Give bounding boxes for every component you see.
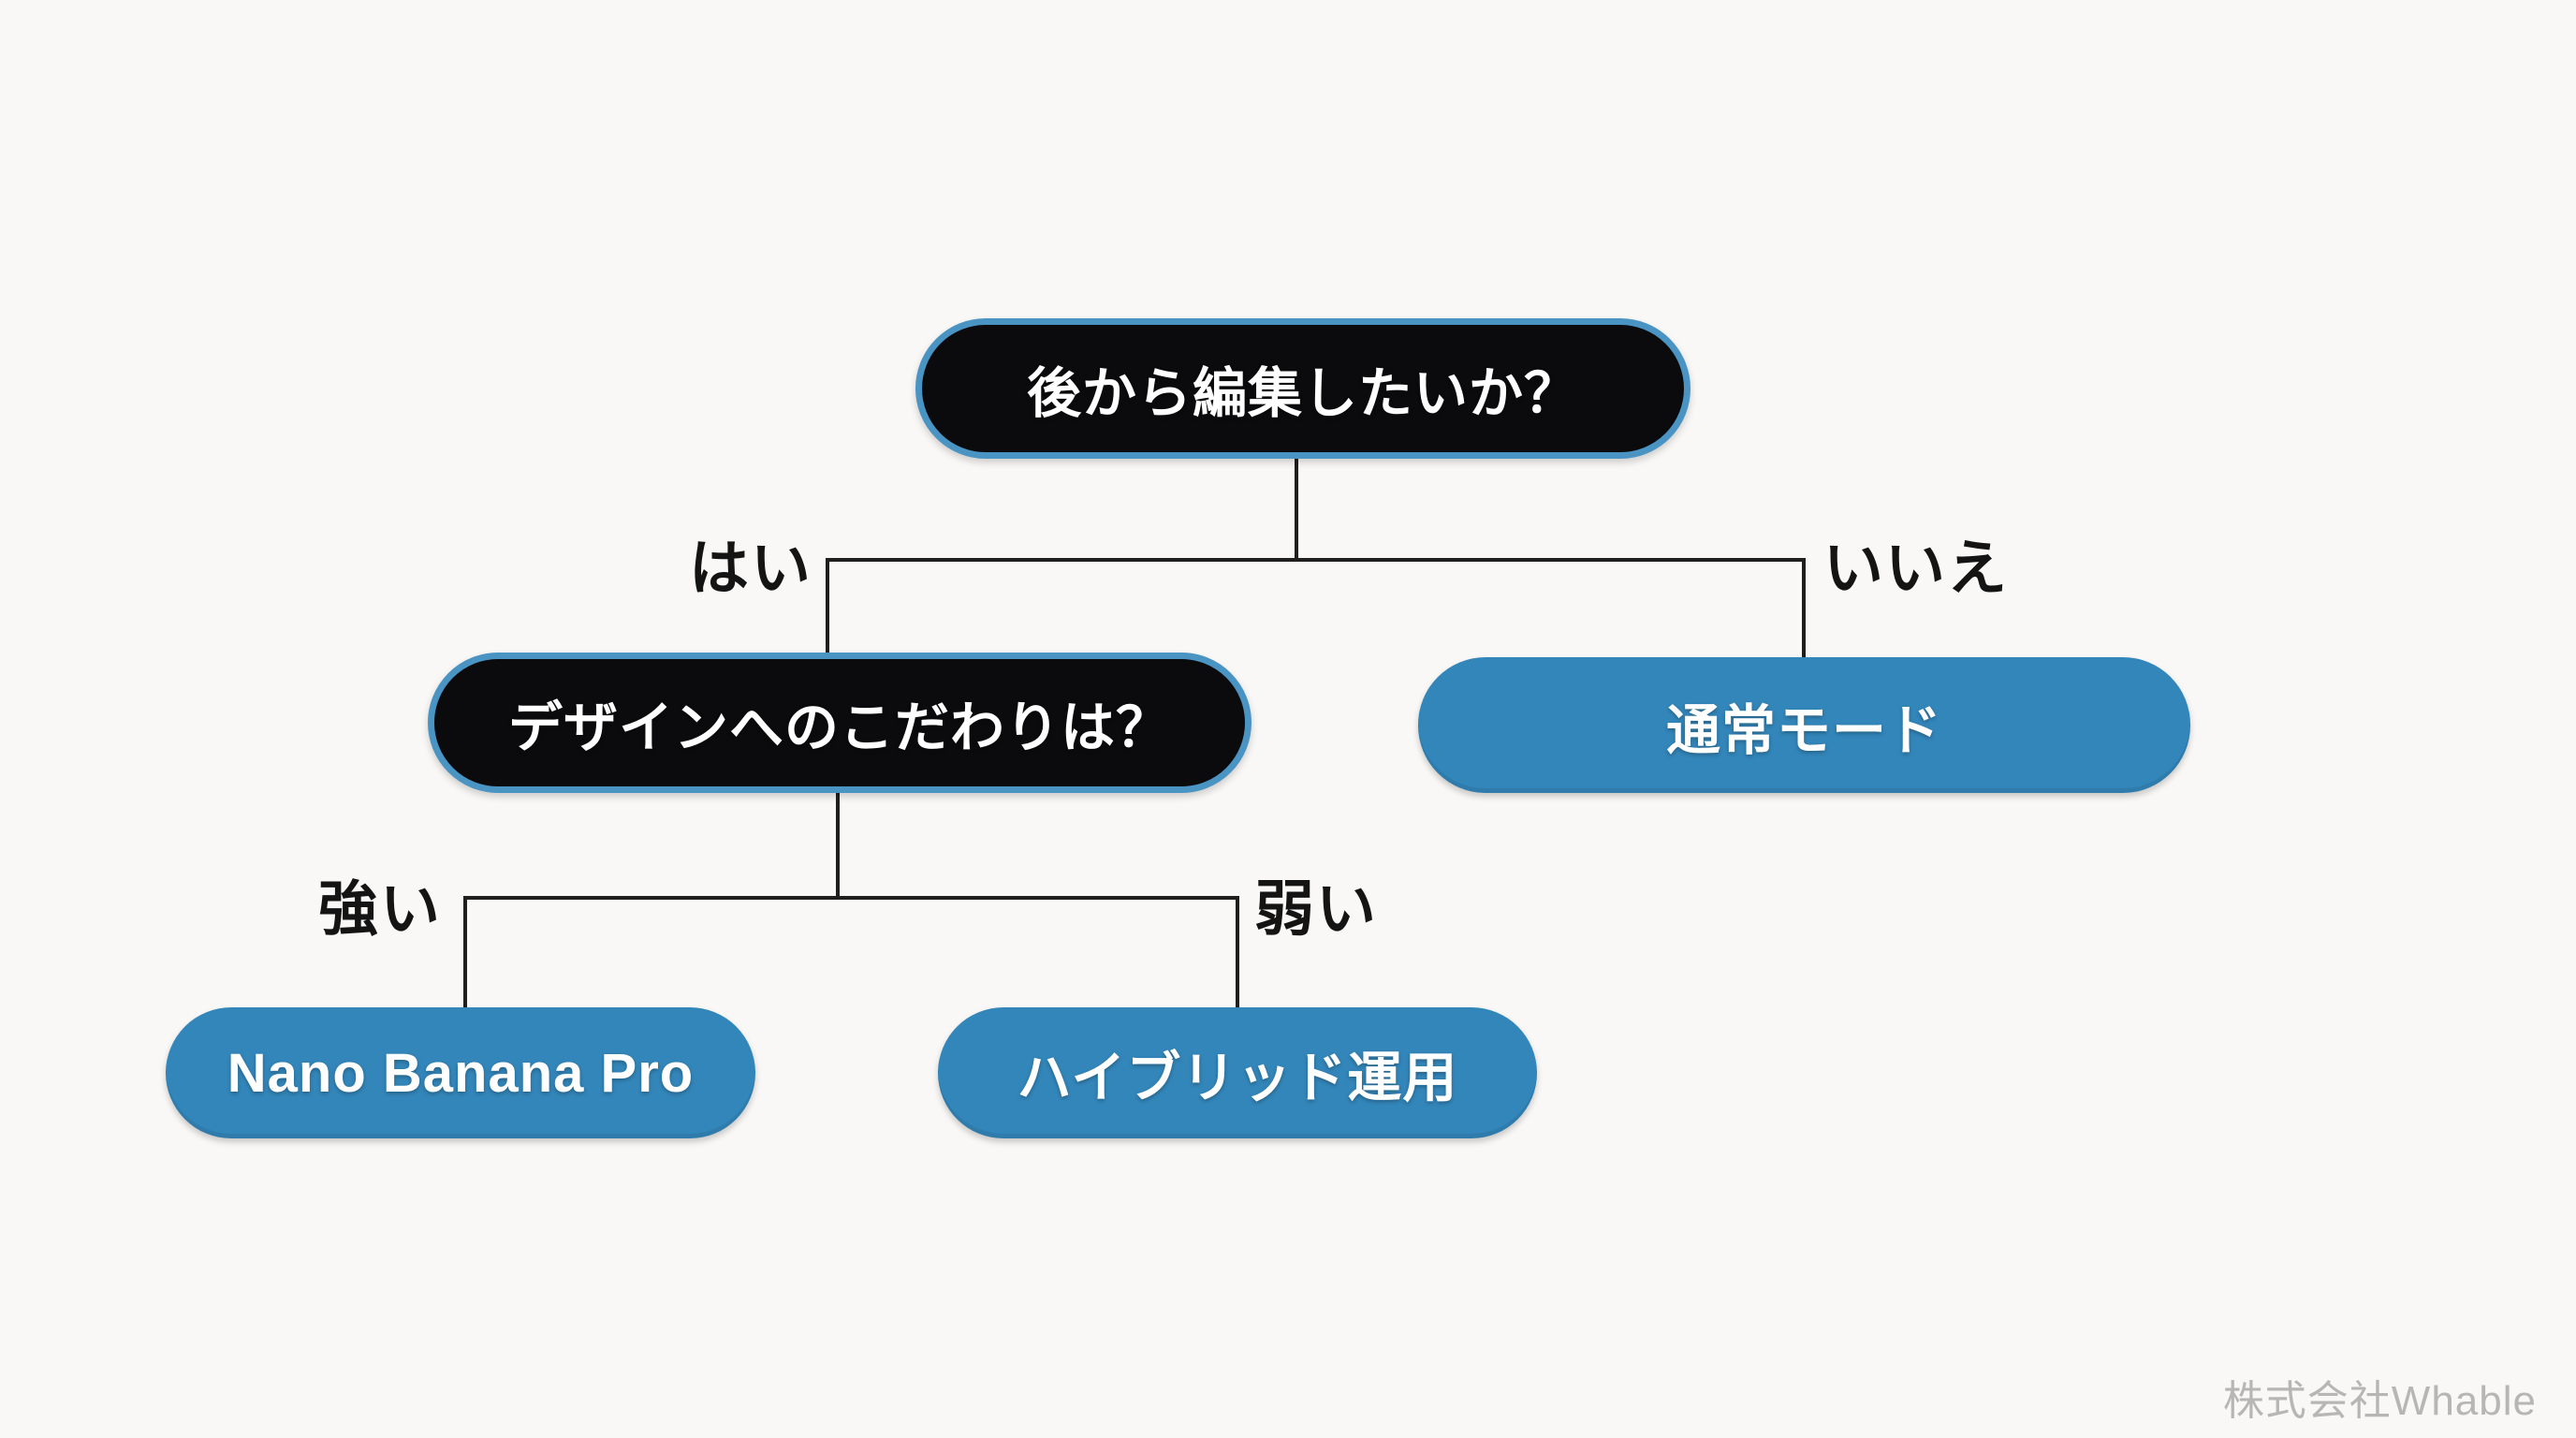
node-question-design-preference-label: デザインへのこだわりは？ [507,697,1171,758]
connector-no-vertical [1802,558,1806,661]
connector-yes-vertical [826,558,829,655]
connector-design-vertical [836,791,840,898]
node-answer-hybrid-operation: ハイブリッド運用 [938,1007,1537,1138]
connector-weak-vertical [1236,896,1239,1010]
node-answer-normal-mode: 通常モード [1418,657,2190,793]
node-answer-normal-mode-label: 通常モード [1665,699,1942,761]
company-watermark: 株式会社Whable [2222,1378,2537,1424]
edge-label-yes: はい [689,535,812,602]
node-question-edit-later: 後から編集したいか？ [915,318,1690,459]
node-answer-nano-banana-pro: Nano Banana Pro [166,1007,755,1138]
connector-level2-horizontal [463,896,1239,900]
node-answer-nano-banana-pro-label: Nano Banana Pro [227,1042,695,1104]
node-question-edit-later-label: 後から編集したいか？ [1026,363,1579,424]
connector-level1-horizontal [826,558,1806,562]
edge-label-weak: 弱い [1254,875,1378,943]
node-answer-hybrid-operation-label: ハイブリッド運用 [1017,1048,1458,1108]
connector-strong-vertical [463,896,467,1010]
edge-label-no: いいえ [1823,535,2009,602]
edge-label-strong: 強い [318,875,442,943]
node-question-design-preference: デザインへのこだわりは？ [428,653,1251,793]
connector-root-vertical [1295,459,1298,560]
